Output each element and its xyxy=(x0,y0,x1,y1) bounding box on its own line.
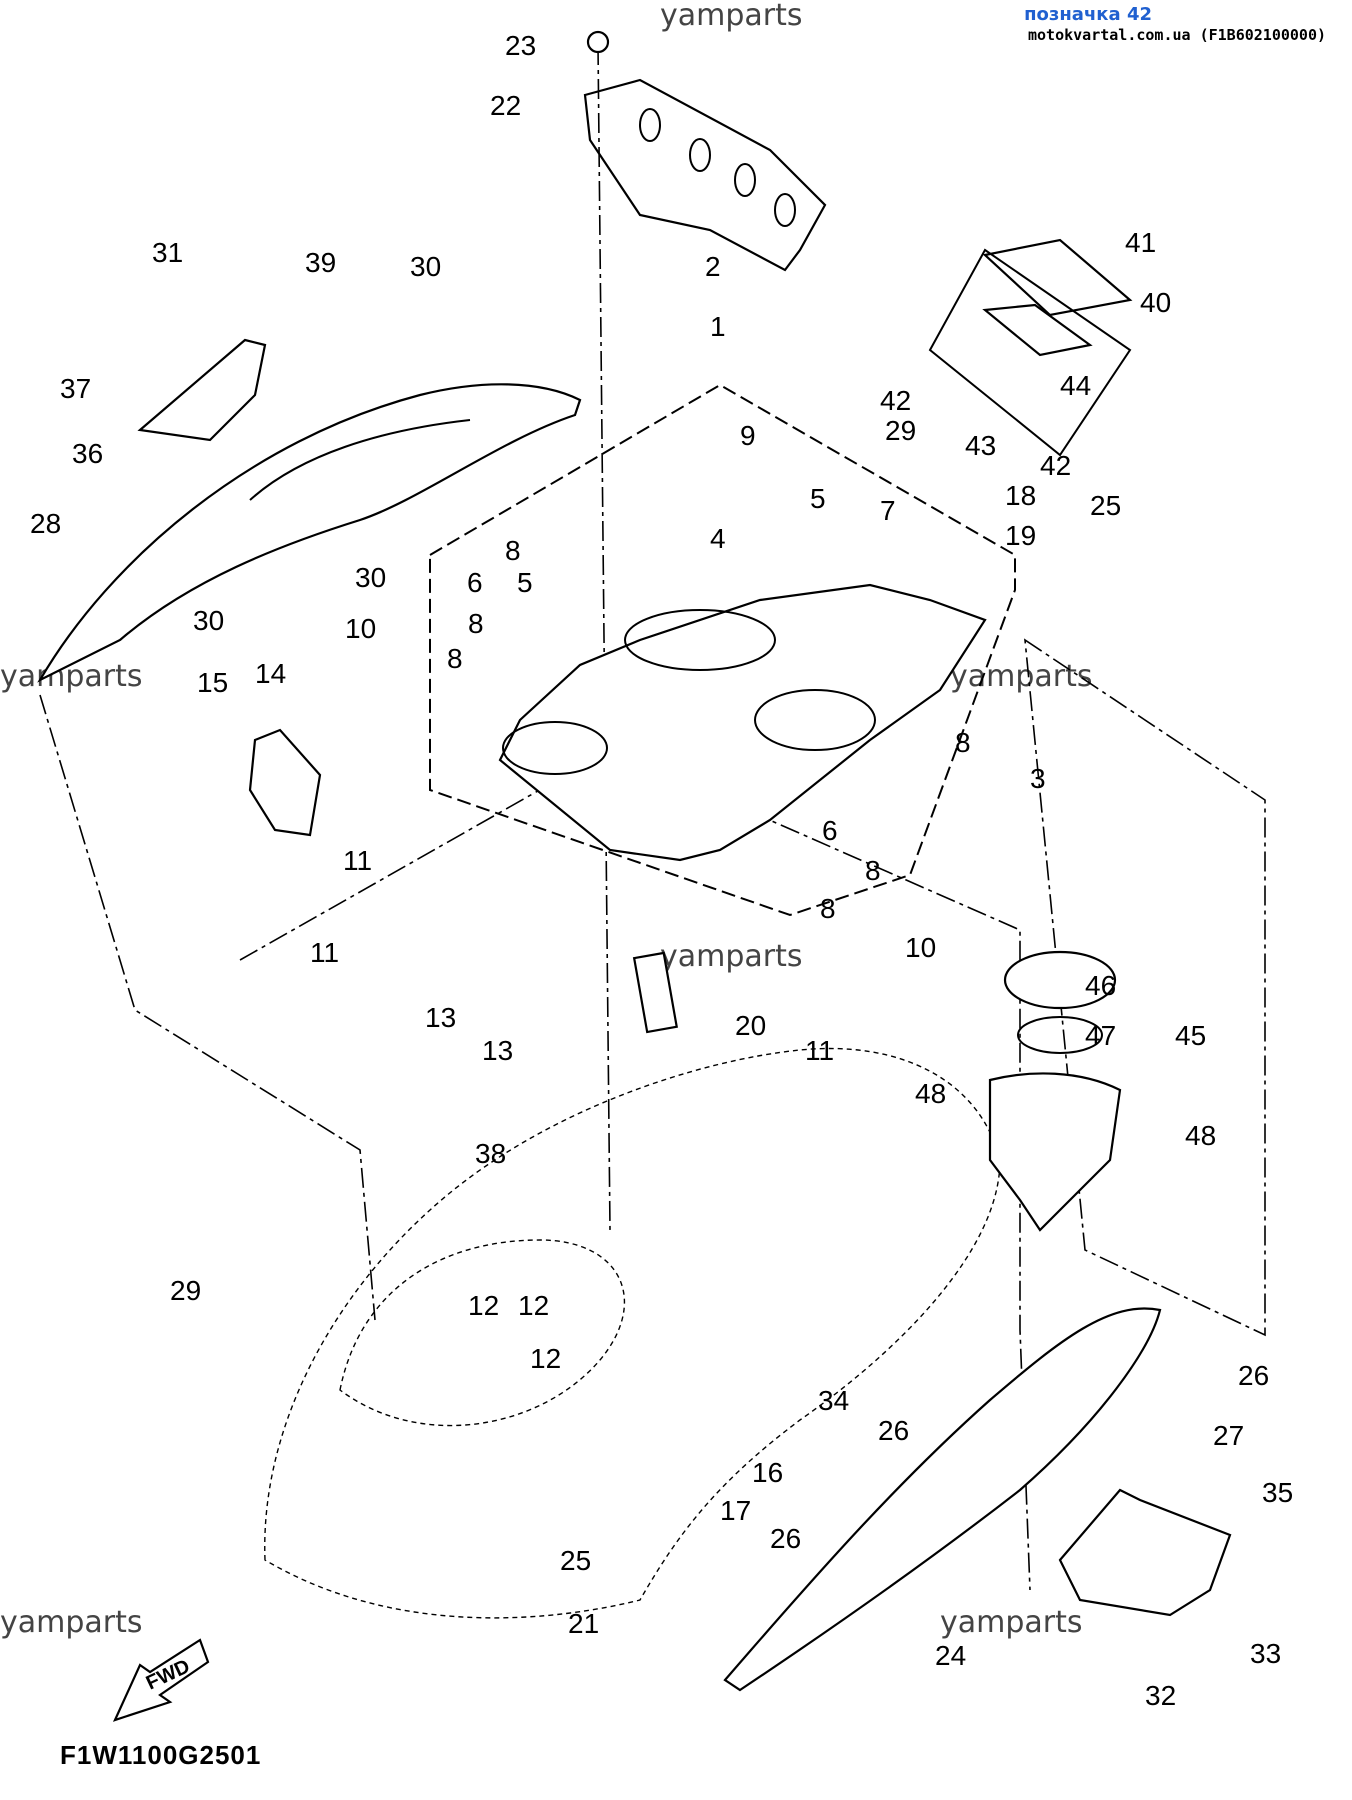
callout-26c: 26 xyxy=(770,1523,801,1554)
callout-26a: 26 xyxy=(1238,1360,1269,1391)
callout-4: 4 xyxy=(710,523,726,554)
callout-35: 35 xyxy=(1262,1477,1293,1508)
callout-8a: 8 xyxy=(505,535,521,566)
callout-47: 47 xyxy=(1085,1020,1116,1051)
callout-8f: 8 xyxy=(820,893,836,924)
callout-37: 37 xyxy=(60,373,91,404)
assembly-frame-bottom xyxy=(239,749,1031,1591)
plate-44 xyxy=(982,303,1093,357)
callout-24: 24 xyxy=(935,1640,966,1671)
callout-30a: 30 xyxy=(410,251,441,282)
callout-2: 2 xyxy=(705,251,721,282)
callout-31: 31 xyxy=(152,237,183,268)
callout-34: 34 xyxy=(818,1385,849,1416)
assembly-3-frame xyxy=(429,383,1016,917)
callout-7: 7 xyxy=(880,495,896,526)
callout-29b: 29 xyxy=(170,1275,201,1306)
callout-12b: 12 xyxy=(518,1290,549,1321)
callout-11b: 11 xyxy=(310,937,339,968)
strap-20 xyxy=(632,951,678,1034)
callout-36: 36 xyxy=(72,438,103,469)
duct-32 xyxy=(1058,1488,1232,1617)
callout-14: 14 xyxy=(255,658,286,689)
callout-42b: 42 xyxy=(1040,450,1071,481)
callout-5b: 5 xyxy=(517,567,533,598)
watermark: yamparts xyxy=(940,1605,1083,1640)
callout-40: 40 xyxy=(1140,287,1171,318)
callout-48a: 48 xyxy=(915,1078,946,1109)
callout-18: 18 xyxy=(1005,480,1036,511)
callout-32: 32 xyxy=(1145,1680,1176,1711)
callout-27: 27 xyxy=(1213,1420,1244,1451)
cap-46 xyxy=(1003,950,1117,1010)
callout-8d: 8 xyxy=(955,727,971,758)
watermark: yamparts xyxy=(0,1605,143,1640)
callout-45: 45 xyxy=(1175,1020,1206,1051)
cover-28 xyxy=(37,383,582,683)
callout-39: 39 xyxy=(305,247,336,278)
callout-43: 43 xyxy=(965,430,996,461)
callout-15: 15 xyxy=(197,667,228,698)
plate-40 xyxy=(982,238,1133,317)
watermark: yamparts xyxy=(660,0,803,33)
callout-12c: 12 xyxy=(530,1343,561,1374)
bracket-14 xyxy=(248,728,322,837)
cover-36 xyxy=(137,338,267,442)
callout-30c: 30 xyxy=(193,605,224,636)
callout-38: 38 xyxy=(475,1138,506,1169)
callout-25b: 25 xyxy=(560,1545,591,1576)
callout-10b: 10 xyxy=(905,932,936,963)
cover-24 xyxy=(723,1307,1162,1692)
callout-3: 3 xyxy=(1030,763,1046,794)
hull-outline xyxy=(264,1047,1001,1619)
assembly-frame-left xyxy=(39,694,376,1321)
callout-5a: 5 xyxy=(810,483,826,514)
callout-29a: 29 xyxy=(885,415,916,446)
callout-20: 20 xyxy=(735,1010,766,1041)
callout-26b: 26 xyxy=(878,1415,909,1446)
callout-41: 41 xyxy=(1125,227,1156,258)
callout-12a: 12 xyxy=(468,1290,499,1321)
callout-8b: 8 xyxy=(468,608,484,639)
callout-33: 33 xyxy=(1250,1638,1281,1669)
tray-3 xyxy=(498,583,987,862)
callout-16: 16 xyxy=(752,1457,783,1488)
cover-22 xyxy=(583,78,827,272)
callout-13b: 13 xyxy=(482,1035,513,1066)
watermark: yamparts xyxy=(950,659,1093,694)
seal-47 xyxy=(1017,1016,1103,1054)
callout-42a: 42 xyxy=(880,385,911,416)
callout-23: 23 xyxy=(505,30,536,61)
callout-46: 46 xyxy=(1085,970,1116,1001)
callout-11c: 11 xyxy=(805,1035,834,1066)
callout-21: 21 xyxy=(568,1608,599,1639)
callout-25a: 25 xyxy=(1090,490,1121,521)
callout-1: 1 xyxy=(710,311,726,342)
callout-28: 28 xyxy=(30,508,61,539)
callout-19: 19 xyxy=(1005,520,1036,551)
callout-44: 44 xyxy=(1060,370,1091,401)
watermark: yamparts xyxy=(660,939,803,974)
callout-6b: 6 xyxy=(822,815,838,846)
diagram-code: F1W1100G2501 xyxy=(60,1740,262,1770)
callout-22: 22 xyxy=(490,90,521,121)
callout-13a: 13 xyxy=(425,1002,456,1033)
callout-8c: 8 xyxy=(447,643,463,674)
callout-6a: 6 xyxy=(467,567,483,598)
callout-48b: 48 xyxy=(1185,1120,1216,1151)
callout-9: 9 xyxy=(740,420,756,451)
callout-30b: 30 xyxy=(355,562,386,593)
callout-8e: 8 xyxy=(865,855,881,886)
callout-17: 17 xyxy=(720,1495,751,1526)
bracket-40-frame xyxy=(928,248,1132,457)
assembly-frame-right xyxy=(1024,638,1266,1337)
callout-10a: 10 xyxy=(345,613,376,644)
header-site-text: motokvartal.com.ua (F1B602100000) xyxy=(1027,26,1326,44)
header-link[interactable]: позначка 42 xyxy=(1024,4,1152,25)
tank-45 xyxy=(988,1072,1122,1232)
callout-11a: 11 xyxy=(343,845,372,876)
fwd-arrow-icon: FWD xyxy=(112,1638,210,1722)
